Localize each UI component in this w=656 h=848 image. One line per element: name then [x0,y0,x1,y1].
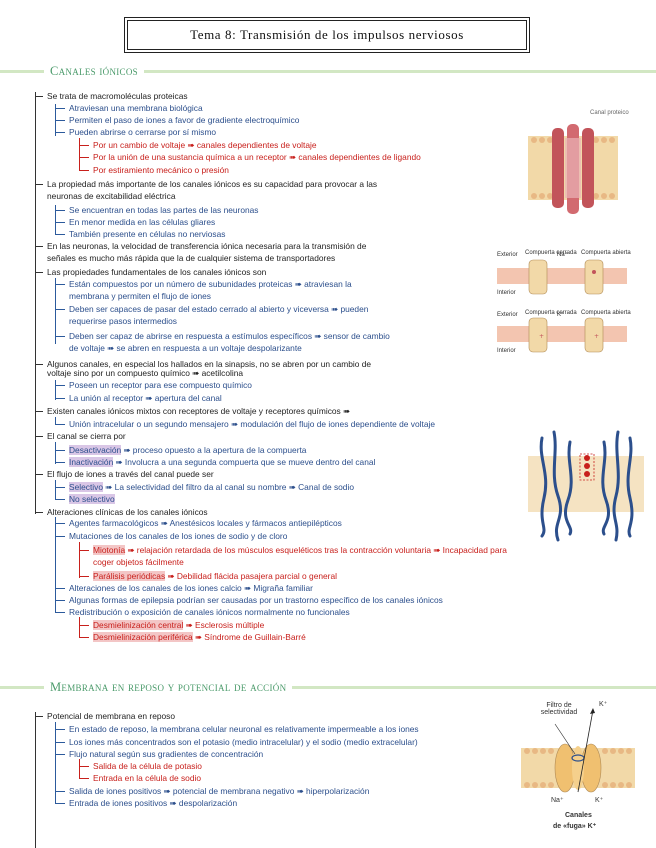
label-gate-open: Compuerta abierta [581,250,631,256]
outline-item: Inactivación ➠ Involucra a una segunda c… [69,457,376,467]
outline-item: Se trata de macromoléculas proteicas [47,91,188,101]
outline-item: Se encuentran en todas las partes de las… [69,205,259,215]
label-exterior: Exterior [497,252,518,258]
page-title-text: Tema 8: Transmisión de los impulsos nerv… [190,27,464,42]
outline-item: Agentes farmacológicos ➠ Anestésicos loc… [69,518,342,528]
figure-label-canal: Canal proteico [590,110,629,116]
outline-item: Redistribución o exposición de canales i… [69,607,350,617]
label-gate-closed: Compuerta cerrada [525,310,577,316]
outline-item: Por un cambio de voltaje ➠ canales depen… [93,140,317,150]
gate-voltage-illustration [497,259,627,295]
outline-item: Están compuestos por un número de subuni… [69,279,352,289]
outline-item-cont: neuronas de excitabilidad eléctrica [47,191,176,201]
caption-fuga: de «fuga» K⁺ [553,823,597,830]
outline-item: Algunos canales, en especial los hallado… [47,359,372,369]
figure-channel-structure [528,418,644,548]
figure-protein-channel: Canal proteico [528,108,629,228]
section-header-canales: Canales iónicos [0,62,656,80]
svg-text:+: + [539,333,544,340]
outline-item: Entrada en la célula de sodio [93,773,202,783]
label-interior: Interior [497,290,516,296]
outline-item: Unión intracelular o un segundo mensajer… [69,419,435,429]
outline-item: Deben ser capaces de pasar del estado ce… [69,304,369,314]
outline-item: Alteraciones clínicas de los canales ión… [47,507,208,517]
outline-item: Potencial de membrana en reposo [47,711,176,721]
section-title-membrana: Membrana en reposo y potencial de acción [44,679,293,695]
term-desmielinizacion-central: Desmielinización central [93,620,184,630]
outline-item: También presente en células no nerviosas [69,229,226,239]
outline-item: Por estiramiento mecánico o presión [93,165,229,175]
outline-item-cont: membrana y permiten el flujo de iones [69,291,211,301]
term-miotonia: Miotonía [93,545,126,555]
outline-item-cont: requerirse pasos intermedios [69,316,177,326]
channel-structure-illustration [528,430,644,542]
gate-sensor-illustration: + + [497,317,627,353]
outline-item: Parálisis periódicas ➠ Debilidad flácida… [93,571,337,581]
outline-item: Los iones más concentrados son el potasi… [69,737,418,747]
label-gate-closed: Compuerta cerrada [525,250,577,256]
outline-item-cont: coger objetos fácilmente [93,557,184,567]
protein-channel-illustration [528,124,618,214]
outline-item-cont: voltaje sino por un compuesto químico ➠ … [47,368,244,378]
term-paralisis: Parálisis periódicas [93,571,166,581]
outline-item: Mutaciones de los canales de los iones d… [69,531,288,541]
outline-item: En estado de reposo, la membrana celular… [69,724,419,734]
outline-item-cont: de voltaje ➠ se abren en respuesta a un … [69,343,302,353]
term-selectivo: Selectivo [69,482,103,492]
section-header-membrana: Membrana en reposo y potencial de acción [0,678,656,696]
label-k-top: K⁺ [599,701,608,708]
outline-item: Desmielinización central ➠ Esclerosis mú… [93,620,265,630]
caption-canales: Canales [565,812,592,819]
label-gate-open: Compuerta abierta [581,310,631,316]
leak-channels-illustration [521,708,635,793]
label-ion-na: Na⁺ [557,252,568,258]
outline-item: El canal se cierra por [47,431,126,441]
page-title: Tema 8: Transmisión de los impulsos nerv… [124,17,530,53]
outline-item: Salida de la célula de potasio [93,761,202,771]
outline-item: La propiedad más importante de los canal… [47,179,378,189]
outline-item: Salida de iones positivos ➠ potencial de… [69,786,370,796]
outline-item: Las propiedades fundamentales de los can… [47,267,267,277]
term-no-selectivo: No selectivo [69,494,115,504]
outline-item: Miotonía ➠ relajación retardada de los m… [93,545,507,555]
outline-item: Deben ser capaz de abrirse en respuesta … [69,331,390,341]
label-k-bottom: K⁺ [595,797,604,804]
outline-item: En menor medida en las células gliares [69,217,216,227]
outline-item: Permiten el paso de iones a favor de gra… [69,115,300,125]
outline-item-cont: señales es mucho más rápida que la de cu… [47,253,336,263]
outline-item: Pueden abrirse o cerrarse por sí mismo [69,127,217,137]
term-inactivacion: Inactivación [69,457,114,467]
outline-item: Existen canales iónicos mixtos con recep… [47,406,351,416]
outline-item: Flujo natural según sus gradientes de co… [69,749,264,759]
term-desactivacion: Desactivación [69,445,122,455]
outline-item: Atraviesan una membrana biológica [69,103,203,113]
outline-item: Poseen un receptor para ese compuesto qu… [69,380,252,390]
outline-item: La unión al receptor ➠ apertura del cana… [69,393,222,403]
outline-item: Desmielinización periférica ➠ Síndrome d… [93,632,306,642]
label-na: Na⁺ [551,797,564,804]
section-title-canales: Canales iónicos [44,63,144,79]
figure-gate-voltage: Exterior Interior Compuerta cerrada Comp… [497,250,631,300]
outline-item: Por la unión de una sustancia química a … [93,152,421,162]
outline-item: Algunas formas de epilepsia podrían ser … [69,595,443,605]
svg-text:+: + [594,333,599,340]
outline-item: Entrada de iones positivos ➠ despolariza… [69,798,238,808]
label-filtro-selectividad: Filtro de selectividad [540,702,578,716]
outline-item: Selectivo ➠ La selectividad del filtro d… [69,482,354,492]
label-exterior: Exterior [497,312,518,318]
outline-item: En las neuronas, la velocidad de transfe… [47,241,367,251]
label-interior: Interior [497,348,516,354]
label-ion-k: K⁺ [557,312,565,318]
outline-item: No selectivo [69,494,115,505]
outline-item: Desactivación ➠ proceso opuesto a la ape… [69,445,307,455]
outline-item: Alteraciones de los canales de los iones… [69,583,313,593]
figure-leak-channels: Filtro de selectividad K⁺ Na⁺ K⁺ Canales… [515,696,641,836]
term-desmielinizacion-periferica: Desmielinización periférica [93,632,193,642]
figure-gate-sensor: + + Exterior Interior Compuerta cerrada … [497,310,631,358]
outline-item: El flujo de iones a través del canal pue… [47,469,214,479]
